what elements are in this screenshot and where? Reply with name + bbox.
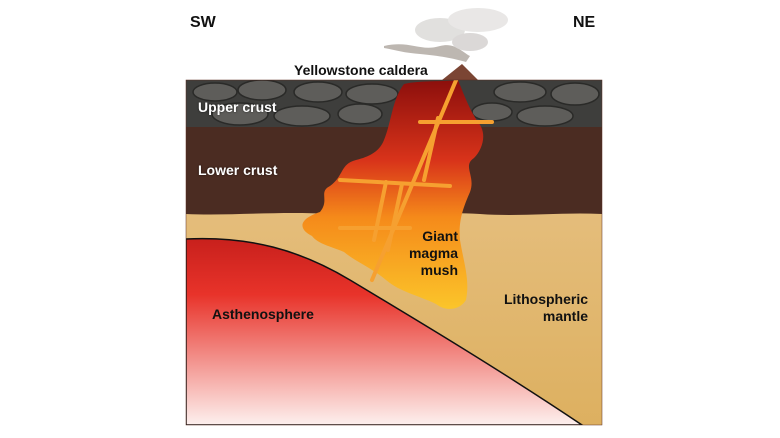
magma-mush	[302, 80, 484, 309]
magma-line-3: mush	[420, 262, 458, 278]
volcano-cone	[442, 64, 478, 80]
label-asthenosphere: Asthenosphere	[212, 306, 314, 322]
mantle-line-2: mantle	[542, 308, 588, 324]
magma-line-2: magma	[408, 245, 458, 261]
label-lithospheric-mantle: Lithospheric mantle	[490, 291, 588, 325]
label-magma-mush: Giant magma mush	[402, 228, 458, 279]
label-lower-crust: Lower crust	[198, 162, 278, 178]
label-upper-crust: Upper crust	[198, 99, 277, 115]
direction-ne: NE	[573, 14, 596, 31]
smoke-plume	[384, 8, 508, 62]
mantle-line-1: Lithospheric	[503, 291, 588, 307]
label-caldera: Yellowstone caldera	[294, 62, 428, 78]
magma-line-1: Giant	[422, 228, 458, 244]
direction-sw: SW	[190, 14, 216, 31]
asthenosphere	[186, 237, 584, 425]
